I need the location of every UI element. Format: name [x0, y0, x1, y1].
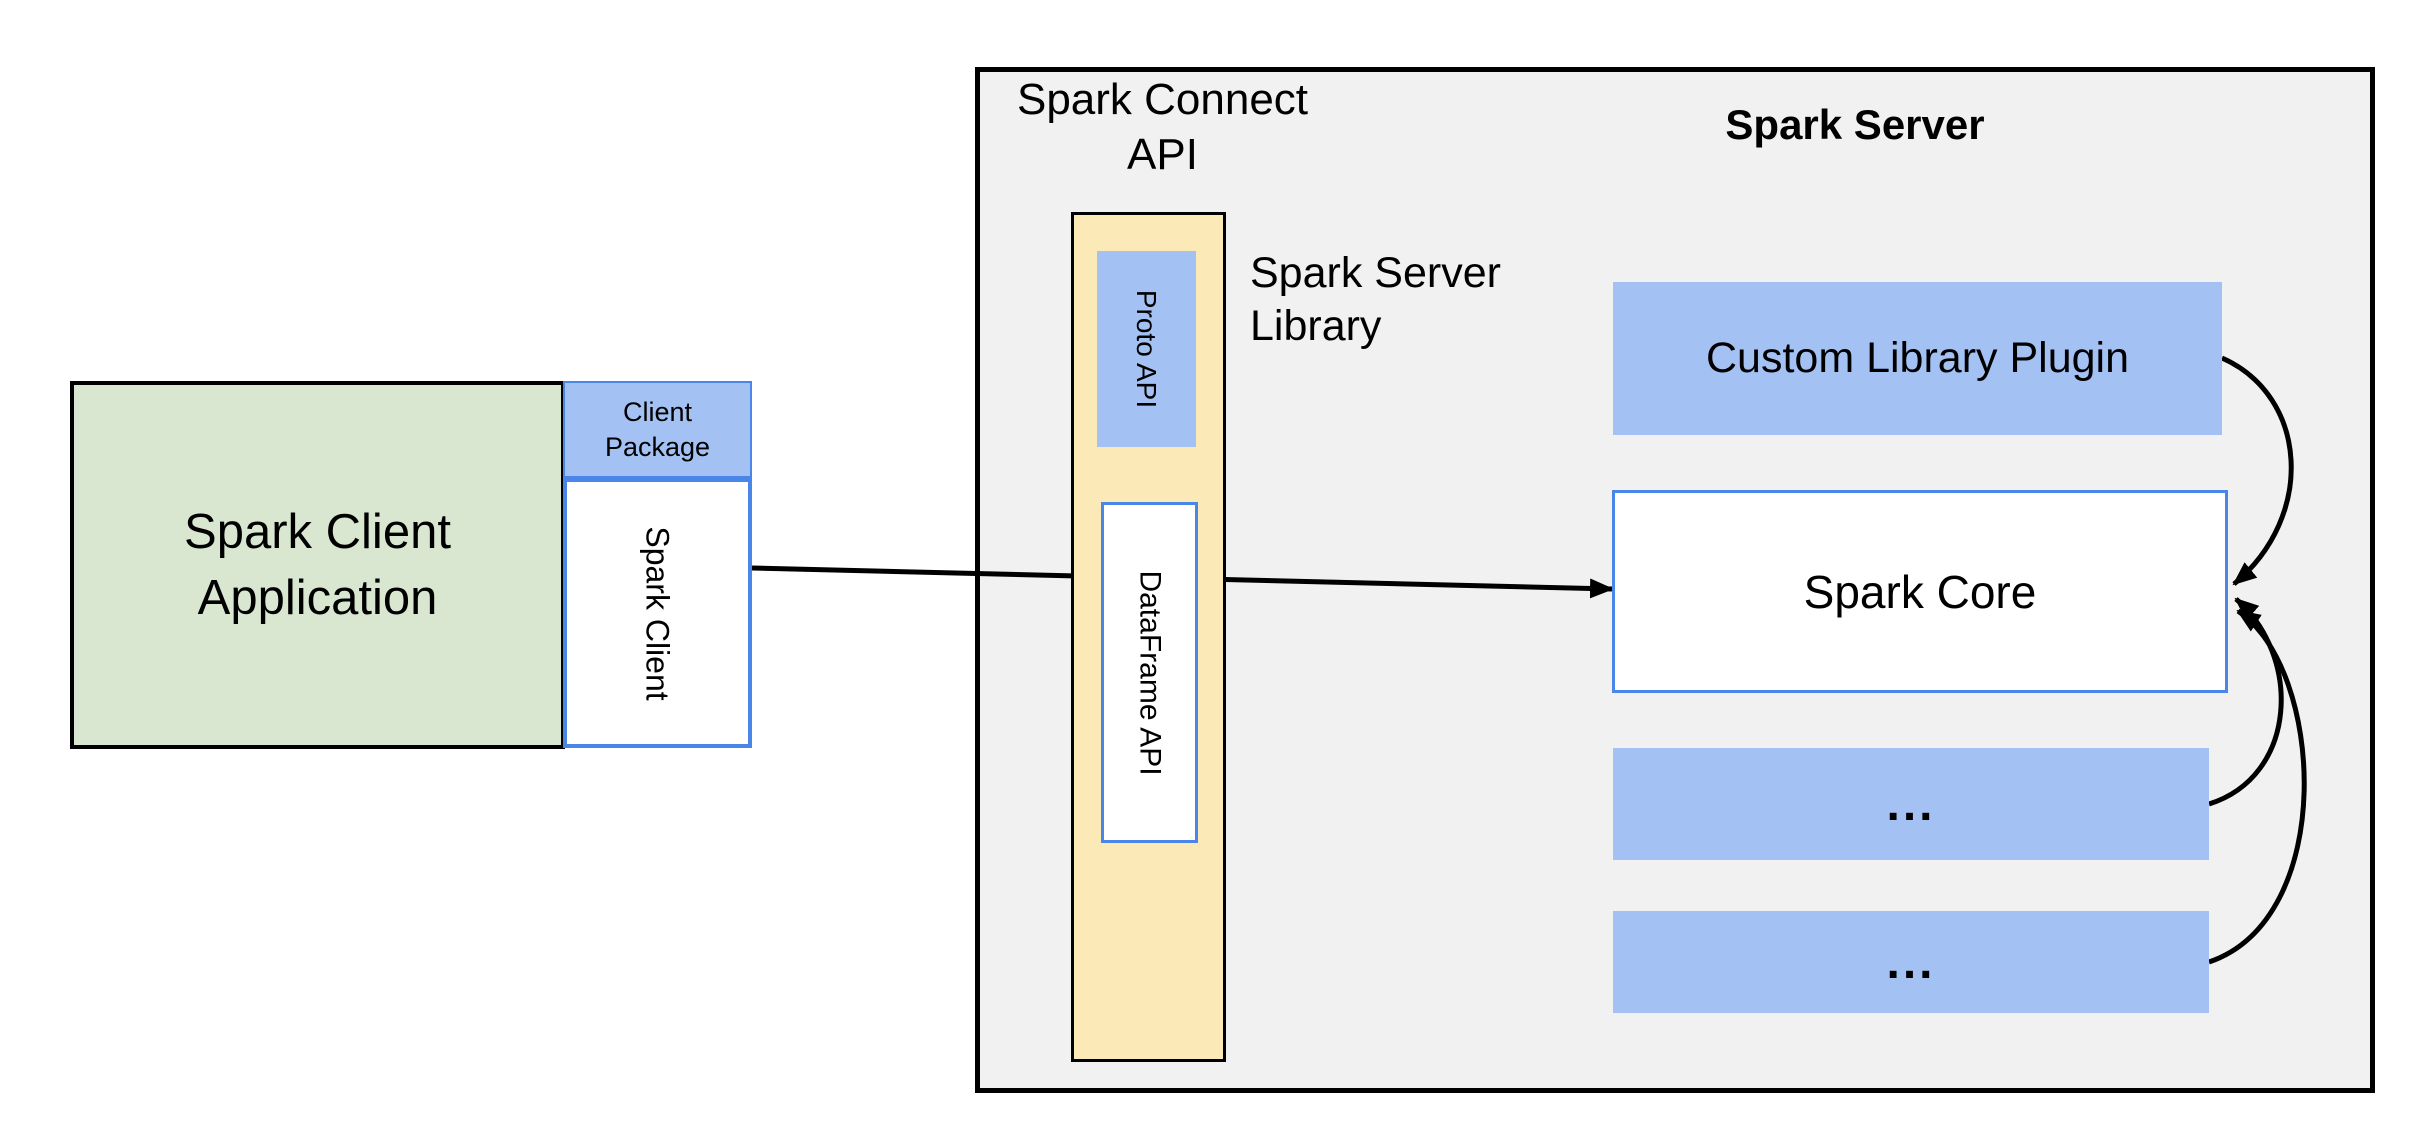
- custom-library-plugin-label: Custom Library Plugin: [1705, 334, 2129, 382]
- spark-connect-api-title-line1: Spark Connect: [1016, 75, 1309, 124]
- spark-server-library-label-line1: Spark Server: [1250, 249, 1501, 297]
- dataframe-api-box: DataFrame API: [1101, 502, 1198, 843]
- spark-core-label: Spark Core: [1803, 565, 2037, 618]
- server-module-placeholder-2-label: ...: [1886, 935, 1936, 989]
- spark-client-box: Spark Client: [563, 478, 752, 748]
- custom-library-plugin-box: Custom Library Plugin: [1613, 282, 2222, 435]
- client-package-label: Client Package: [605, 395, 710, 465]
- server-module-placeholder-1: ...: [1613, 748, 2209, 860]
- client-package-label-line2: Package: [604, 431, 711, 462]
- client-package-label-line1: Client: [622, 396, 692, 427]
- proto-api-label: Proto API: [1131, 289, 1163, 409]
- proto-api-box: Proto API: [1097, 251, 1196, 447]
- spark-server-library-label: Spark Server Library: [1250, 247, 1570, 353]
- client-package-box: Client Package: [563, 381, 752, 478]
- spark-client-application-box: Spark Client Application: [70, 381, 565, 749]
- spark-connect-api-title-line2: API: [1127, 130, 1198, 179]
- spark-client-application-label: Spark Client Application: [184, 499, 451, 631]
- spark-client-label: Spark Client: [639, 525, 676, 701]
- dataframe-api-label: DataFrame API: [1133, 569, 1167, 776]
- spark-client-application-label-line1: Spark Client: [184, 505, 451, 559]
- spark-client-application-label-line2: Application: [197, 571, 438, 625]
- spark-server-title: Spark Server: [1725, 101, 1985, 148]
- spark-connect-api-title: Spark Connect API: [975, 72, 1350, 182]
- spark-core-box: Spark Core: [1612, 490, 2228, 693]
- server-module-placeholder-2: ...: [1613, 911, 2209, 1013]
- server-module-placeholder-1-label: ...: [1886, 777, 1936, 831]
- spark-server-library-label-line2: Library: [1250, 302, 1382, 350]
